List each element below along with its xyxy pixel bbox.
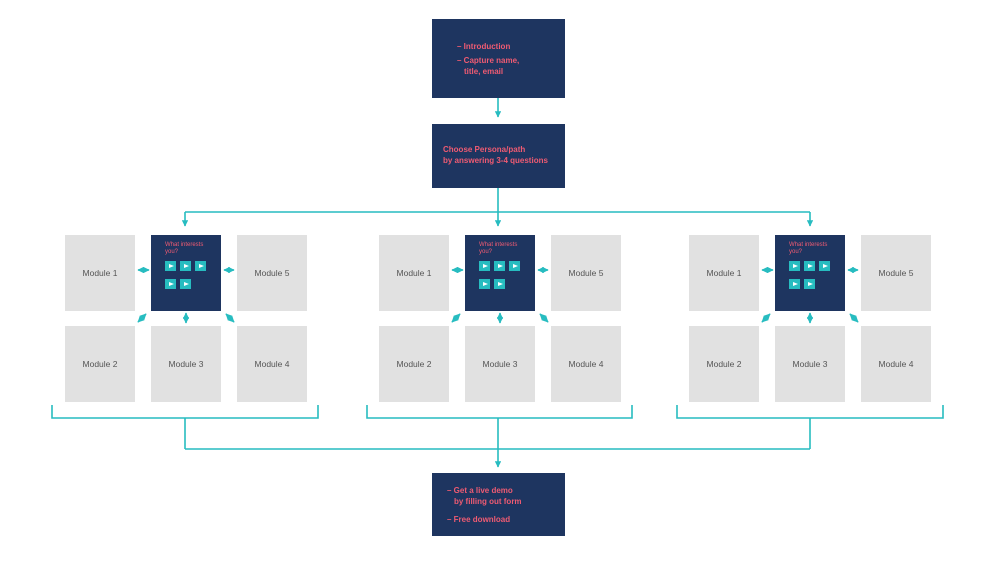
bracket-group-1	[51, 405, 319, 419]
g1-arrow-hub-module2	[137, 313, 147, 323]
g1-arrow-hub-module4	[225, 313, 235, 323]
play-icon[interactable]	[804, 261, 815, 271]
g1-hub-box: What interests you?	[151, 235, 221, 311]
g3-module-1[interactable]: Module 1	[689, 235, 759, 311]
play-icon[interactable]	[479, 261, 490, 271]
g3-module-3[interactable]: Module 3	[775, 326, 845, 402]
intro-item: title, email	[464, 67, 504, 76]
play-icon[interactable]	[509, 261, 520, 271]
bracket-group-2	[366, 405, 633, 419]
g3-module-5[interactable]: Module 5	[861, 235, 931, 311]
g2-module-1[interactable]: Module 1	[379, 235, 449, 311]
g2-module-3[interactable]: Module 3	[465, 326, 535, 402]
g1-module-4[interactable]: Module 4	[237, 326, 307, 402]
g2-arrow-hub-module4	[539, 313, 549, 323]
play-button-grid	[165, 261, 219, 297]
g1-module-5[interactable]: Module 5	[237, 235, 307, 311]
play-icon[interactable]	[804, 279, 815, 289]
final-box: – Get a live demo by filling out form – …	[432, 473, 565, 536]
intro-box: – Introduction – Capture name, title, em…	[432, 19, 565, 98]
play-icon[interactable]	[195, 261, 206, 271]
g2-arrow-hub-module2	[451, 313, 461, 323]
persona-line: Choose Persona/path	[443, 145, 526, 154]
play-button-grid	[479, 261, 533, 297]
play-icon[interactable]	[479, 279, 490, 289]
g3-arrow-hub-module4	[849, 313, 859, 323]
g1-module-1[interactable]: Module 1	[65, 235, 135, 311]
g2-hub-box: What interests you?	[465, 235, 535, 311]
g3-module-2[interactable]: Module 2	[689, 326, 759, 402]
g1-module-2[interactable]: Module 2	[65, 326, 135, 402]
g3-hub-box: What interests you?	[775, 235, 845, 311]
g3-arrow-hub-module2	[761, 313, 771, 323]
g3-module-4[interactable]: Module 4	[861, 326, 931, 402]
final-line: – Get a live demo	[447, 486, 513, 495]
hub-label: What interests you?	[789, 242, 828, 255]
g2-module-2[interactable]: Module 2	[379, 326, 449, 402]
play-icon[interactable]	[789, 261, 800, 271]
final-line: – Free download	[447, 515, 511, 524]
hub-label: What interests you?	[165, 242, 204, 255]
persona-line: by answering 3-4 questions	[443, 156, 548, 165]
play-button-grid	[789, 261, 843, 297]
persona-box: Choose Persona/path by answering 3-4 que…	[432, 124, 565, 188]
play-icon[interactable]	[789, 279, 800, 289]
g1-module-3[interactable]: Module 3	[151, 326, 221, 402]
play-icon[interactable]	[180, 261, 191, 271]
final-line: by filling out form	[454, 497, 522, 506]
intro-item: – Introduction	[457, 42, 511, 51]
play-icon[interactable]	[180, 279, 191, 289]
play-icon[interactable]	[494, 261, 505, 271]
hub-label: What interests you?	[479, 242, 518, 255]
play-icon[interactable]	[819, 261, 830, 271]
intro-item: – Capture name,	[457, 56, 520, 65]
bracket-group-3	[676, 405, 944, 419]
play-icon[interactable]	[165, 261, 176, 271]
play-icon[interactable]	[494, 279, 505, 289]
play-icon[interactable]	[165, 279, 176, 289]
g2-module-5[interactable]: Module 5	[551, 235, 621, 311]
g2-module-4[interactable]: Module 4	[551, 326, 621, 402]
